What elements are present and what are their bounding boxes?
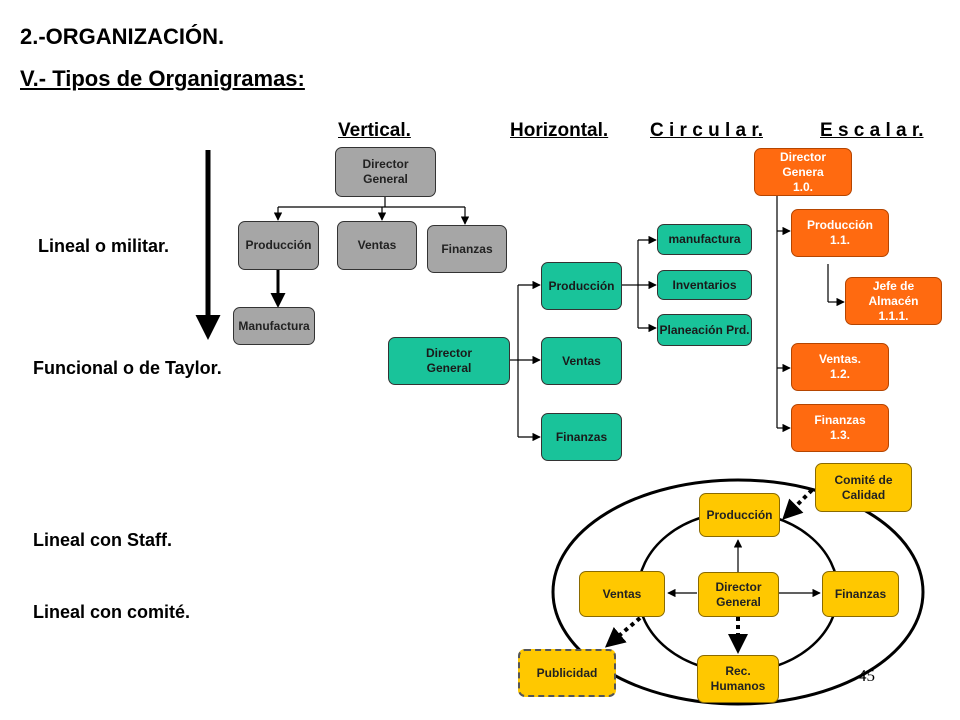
horizontal-chart-connectors	[510, 235, 657, 442]
circular-produccion-box: Producción	[699, 493, 780, 537]
circular-comite-box: Comité de Calidad	[815, 463, 912, 512]
circular-ventas-box: Ventas	[579, 571, 665, 617]
horizontal-manufactura-box: manufactura	[657, 224, 752, 255]
column-vertical: Vertical.	[338, 120, 411, 141]
section-title: 2.-ORGANIZACIÓN.	[20, 24, 225, 49]
circular-finanzas-box: Finanzas	[822, 571, 899, 617]
horizontal-finanzas-box: Finanzas	[541, 413, 622, 461]
vertical-produccion-box: Producción	[238, 221, 319, 270]
horizontal-inventarios-box: Inventarios	[657, 270, 752, 300]
circular-publicidad-box: Publicidad	[518, 649, 616, 697]
escalar-jefe-almacen-box: Jefe de Almacén 1.1.1.	[845, 277, 942, 325]
label-lineal-comite: Lineal con comité.	[33, 602, 191, 622]
outer-circle	[551, 478, 925, 706]
label-funcional: Funcional o de Taylor.	[33, 358, 222, 378]
horizontal-director-box: Director General	[388, 337, 510, 385]
vertical-manufactura-box: Manufactura	[233, 307, 315, 345]
column-horizontal: Horizontal.	[510, 120, 609, 141]
vertical-ventas-box: Ventas	[337, 221, 417, 270]
vertical-director-box: Director General	[335, 147, 436, 197]
horizontal-produccion-box: Producción	[541, 262, 622, 310]
circular-rec-humanos-box: Rec. Humanos	[697, 655, 779, 703]
horizontal-planeacion-box: Planeación Prd.	[657, 314, 752, 346]
escalar-finanzas-box: Finanzas 1.3.	[791, 404, 889, 452]
escalar-ventas-box: Ventas. 1.2.	[791, 343, 889, 391]
escalar-chart-connectors	[776, 196, 845, 433]
circular-chart-connectors	[667, 539, 821, 598]
label-lineal-militar: Lineal o militar.	[38, 236, 170, 256]
escalar-produccion-box: Producción 1.1.	[791, 209, 889, 257]
label-lineal-staff: Lineal con Staff.	[33, 530, 173, 550]
column-circular: C i r c u l a r.	[650, 120, 763, 141]
horizontal-ventas-box: Ventas	[541, 337, 622, 385]
vertical-chart-connectors	[273, 197, 470, 225]
column-escalar: E s c a l a r.	[820, 120, 924, 141]
escalar-director-box: Director Genera 1.0.	[754, 148, 852, 196]
dotted-staff-connectors	[604, 488, 814, 654]
circular-director-box: Director General	[698, 572, 779, 617]
page-subtitle: V.- Tipos de Organigramas:	[20, 66, 305, 91]
page-number: 45	[858, 666, 875, 685]
vertical-finanzas-box: Finanzas	[427, 225, 507, 273]
